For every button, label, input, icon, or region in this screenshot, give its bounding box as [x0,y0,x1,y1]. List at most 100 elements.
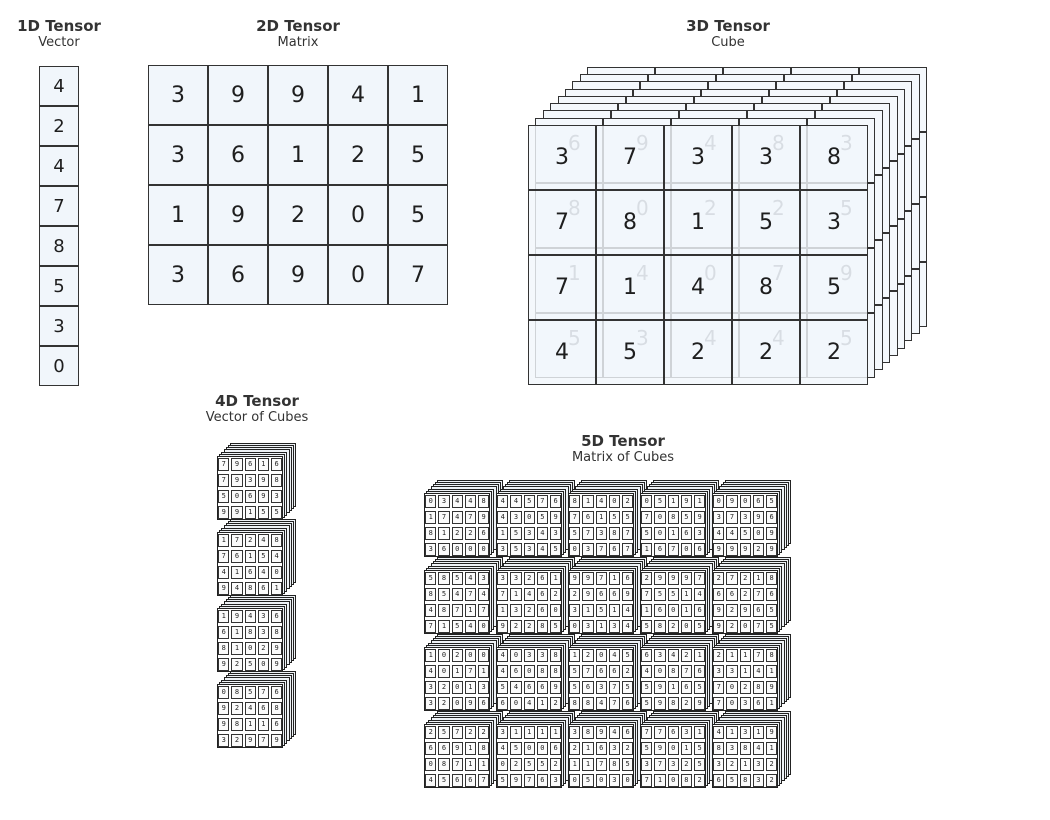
grid-cube-cell: 2 [464,725,476,739]
grid-cube-cell: 1 [739,648,751,662]
grid-cube-cell: 9 [694,510,706,524]
matrix-cell: 3 [148,65,208,125]
cube-front-cell: 7 [528,255,596,320]
stack-cube-cell: 4 [244,609,256,623]
grid-cube-cell: 3 [595,526,607,540]
stack-cube-cell: 6 [244,457,256,471]
grid-cube-cell: 4 [595,696,607,710]
grid-cube-cell: 9 [595,725,607,739]
subtitle-3d: Cube [711,35,745,50]
grid-cube-cell: 6 [523,680,535,694]
stack-cube-cell: 7 [231,533,243,547]
grid-cube-cell: 9 [726,494,738,508]
grid-cube-cell: 7 [451,725,463,739]
grid-cube-cell: 8 [550,664,562,678]
grid-cube-cell: 3 [550,526,562,540]
grid-cube-cell: 6 [536,603,548,617]
grid-cube-cell: 8 [438,571,450,585]
grid-cube-cell: 6 [438,542,450,556]
grid-cube-cell: 7 [438,510,450,524]
stack-cube-cell: 7 [218,473,230,487]
grid-cube-cell: 1 [726,648,738,662]
grid-cube-cell: 5 [694,741,706,755]
grid-cube-cell: 5 [425,571,437,585]
grid-cube-cell: 0 [569,542,581,556]
stack-cube-cell: 4 [257,565,269,579]
grid-cube-cell: 9 [497,619,509,633]
grid-cube-cell: 9 [713,619,725,633]
grid-cube-cell: 6 [550,494,562,508]
grid-cube-cell: 8 [739,741,751,755]
grid-cube-cell: 3 [582,542,594,556]
heading-1d: 1D Tensor Vector [17,17,101,51]
stack-cube-cell: 3 [257,625,269,639]
cube-hidden-digit: 7 [772,261,785,285]
stack-cube-cell: 5 [271,505,283,519]
matrix-cell: 9 [268,65,328,125]
grid-cube-cell: 3 [739,725,751,739]
grid-cube-cell: 9 [582,587,594,601]
grid-cube-cell: 2 [726,619,738,633]
title-1d: 1D Tensor [17,17,101,35]
grid-cube-cell: 3 [608,773,620,787]
grid-cube-cell: 7 [478,603,490,617]
stack-cube-cell: 1 [218,533,230,547]
cube-front-cell: 7 [596,125,664,190]
grid-cube-cell: 8 [478,494,490,508]
stack-cube-cell: 7 [218,549,230,563]
grid-cube-cell: 4 [523,587,535,601]
grid-cube-cell: 7 [478,773,490,787]
grid-cube-cell: 6 [622,571,634,585]
vector-cell: 0 [39,346,79,386]
stack-cube-cell: 0 [244,641,256,655]
grid-cube-cell: 7 [464,664,476,678]
stack-cube-cell: 9 [218,657,230,671]
grid-cube-cell: 6 [766,510,778,524]
cube-front-cell: 2 [732,320,800,385]
cube-hidden-digit: 2 [704,196,717,220]
grid-cube-cell: 6 [582,680,594,694]
grid-cube-cell: 4 [608,725,620,739]
stack-cube-cell: 8 [271,701,283,715]
stack-cube-cell: 1 [257,717,269,731]
grid-cube-cell: 0 [478,648,490,662]
grid-cube-cell: 3 [478,680,490,694]
heading-3d: 3D Tensor Cube [686,18,770,51]
grid-cube-cell: 5 [766,494,778,508]
grid-cube-cell: 2 [739,680,751,694]
grid-cube-cell: 3 [497,571,509,585]
grid-cube-cell: 7 [641,510,653,524]
grid-cube-cell: 0 [713,494,725,508]
grid-cube-cell: 7 [654,757,666,771]
grid-cube-cell: 3 [523,526,535,540]
grid-cube-cell: 8 [536,619,548,633]
grid-cube-cell: 5 [680,510,692,524]
stack-cube-cell: 9 [231,505,243,519]
grid-cube-cell: 1 [595,619,607,633]
grid-cube-cell: 5 [569,664,581,678]
grid-cube-cell: 2 [739,587,751,601]
stack-cube-cell: 5 [244,685,256,699]
grid-cube-cell: 0 [425,757,437,771]
grid-cube-cell: 3 [654,648,666,662]
grid-cube-cell: 6 [713,773,725,787]
stack-cube-cell: 2 [231,657,243,671]
grid-cube-cell: 1 [510,725,522,739]
grid-cube-cell: 7 [451,757,463,771]
grid-cube-cell: 2 [726,603,738,617]
grid-cube-cell: 5 [622,757,634,771]
grid-cube-cell: 8 [582,696,594,710]
grid-cube-cell: 6 [425,741,437,755]
grid-cube-cell: 9 [766,725,778,739]
grid-cube-cell: 7 [641,587,653,601]
grid-cube-cell: 4 [451,510,463,524]
grid-cube-cell: 6 [654,603,666,617]
stack-cube-cell: 9 [231,609,243,623]
grid-cube-cell: 9 [766,680,778,694]
grid-cube-cell: 1 [766,741,778,755]
grid-cube-cell: 5 [641,680,653,694]
cube-front-cell: 1 [664,190,732,255]
grid-cube-cell: 5 [766,603,778,617]
grid-cube-cell: 1 [726,725,738,739]
grid-cube-cell: 9 [569,571,581,585]
